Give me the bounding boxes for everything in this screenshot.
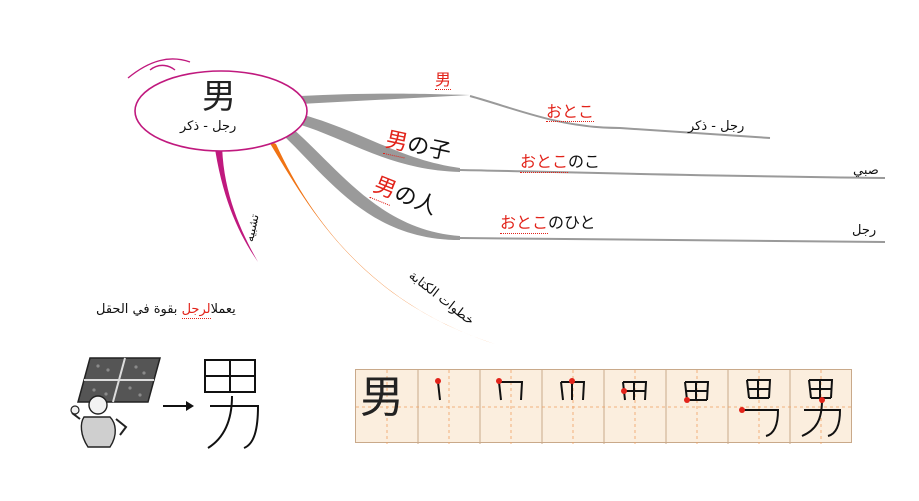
sentence-part2: بقوة في الحقل xyxy=(96,302,182,317)
sentence-red-word: الرجل xyxy=(181,302,211,319)
man-illustration xyxy=(70,395,128,448)
stroke-step-2 xyxy=(498,381,524,401)
stroke-order-grid xyxy=(356,370,853,444)
stroke-step-4 xyxy=(622,381,648,401)
branch-3-reading-red: おとこ xyxy=(500,213,549,234)
branch-3-reading-black: のひと xyxy=(548,213,596,232)
stroke-step-5 xyxy=(684,381,710,401)
stroke-step-6 xyxy=(742,379,780,437)
branch-2-connector xyxy=(298,114,460,172)
stroke-order-strip: 男 xyxy=(355,369,853,444)
branch-1-word: 男 xyxy=(435,70,452,90)
branch-1-connector xyxy=(300,93,470,104)
example-sentence: يعملالرجل بقوة في الحقل xyxy=(96,302,236,319)
branch-3-meaning: رجل xyxy=(852,223,877,238)
branch-2-reading: おとこのこ xyxy=(520,152,601,173)
stroke-step-7 xyxy=(801,379,842,437)
branch-1-line xyxy=(469,95,771,139)
right-arrow-icon xyxy=(163,401,194,411)
branch-3-line xyxy=(459,237,886,243)
magenta-branch xyxy=(214,140,258,262)
field-illustration xyxy=(77,357,161,403)
branch-1-reading: おとこ xyxy=(546,102,595,122)
central-node-outline xyxy=(134,70,308,152)
stroke-cell-first-kanji: 男 xyxy=(360,372,404,423)
branch-3-reading: おとこのひと xyxy=(500,213,596,234)
central-node-scribble xyxy=(127,58,191,79)
central-meaning: رجل - ذكر xyxy=(180,119,237,134)
branch-3-connector xyxy=(284,128,460,240)
branch-2-reading-black: のこ xyxy=(568,152,601,171)
branch-2-line xyxy=(459,169,886,179)
stroke-step-1 xyxy=(437,381,441,401)
branch-2-reading-red: おとこ xyxy=(520,152,569,173)
branch-1-meaning: رجل - ذكر xyxy=(688,119,745,134)
sentence-part1: يعمل xyxy=(210,302,236,317)
stroke-step-3 xyxy=(560,381,586,401)
stroke-start-dot-1 xyxy=(435,378,441,384)
central-kanji: 男 xyxy=(202,77,236,117)
branch-2-meaning: صبي xyxy=(853,163,879,178)
kanji-pictograph xyxy=(204,359,260,449)
